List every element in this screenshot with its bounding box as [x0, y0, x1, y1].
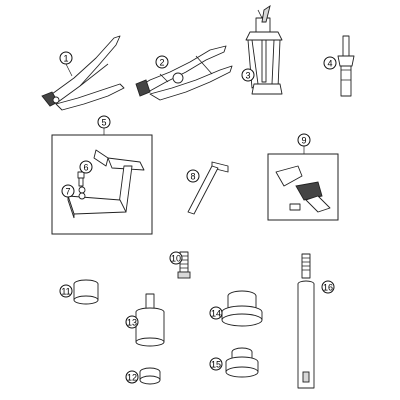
long-shaft-icon	[297, 253, 315, 389]
callout-10: 10	[171, 254, 181, 264]
callout-1: 1	[63, 54, 68, 64]
locking-pliers-icon	[135, 45, 233, 101]
pin-tool-icon	[337, 35, 355, 97]
callout-8: 8	[190, 172, 195, 182]
callout-3: 3	[245, 71, 250, 81]
angled-rod-icon	[187, 161, 229, 215]
callout-15: 15	[211, 360, 221, 370]
callout-14: 14	[211, 309, 221, 319]
callout-16: 16	[323, 283, 333, 293]
callout-9: 9	[301, 136, 306, 146]
callout-13-circle	[125, 315, 139, 329]
callout-7-circle	[61, 184, 75, 198]
clamp-tool-group	[267, 146, 339, 221]
callout-3-circle	[241, 68, 255, 82]
callout-11: 11	[61, 287, 70, 297]
callout-5: 5	[101, 118, 106, 128]
callout-6: 6	[83, 163, 88, 173]
fastener-7-icon	[78, 186, 86, 200]
ring-icon	[139, 367, 161, 385]
callout-4-circle	[323, 56, 337, 70]
puller-icon	[245, 4, 283, 95]
callout-11-circle	[59, 284, 73, 298]
callout-7: 7	[65, 187, 70, 197]
callout-9-circle	[297, 133, 311, 147]
callout-13: 13	[127, 318, 137, 328]
callout-12-circle	[125, 370, 139, 384]
callout-15-circle	[209, 357, 223, 371]
cup-tool-icon	[221, 290, 263, 327]
sleeve-icon	[73, 279, 99, 305]
callout-12: 12	[127, 373, 137, 383]
holding-fixture-icon	[67, 149, 145, 219]
callout-2: 2	[159, 58, 164, 68]
nut-socket-icon	[225, 347, 259, 378]
holding-fixture-group	[51, 128, 153, 235]
callout-10-circle	[169, 251, 183, 265]
callout-16-circle	[321, 280, 335, 294]
callout-5-circle	[97, 115, 111, 129]
callout-2-circle	[155, 55, 169, 69]
clamp-tool-icon	[275, 165, 331, 213]
drift-icon	[135, 293, 165, 347]
callout-14-circle	[209, 306, 223, 320]
fastener-6-icon	[77, 171, 85, 187]
callout-4: 4	[327, 59, 332, 69]
pliers-icon	[41, 35, 125, 111]
callout-8-circle	[186, 169, 200, 183]
callout-6-circle	[79, 160, 93, 174]
